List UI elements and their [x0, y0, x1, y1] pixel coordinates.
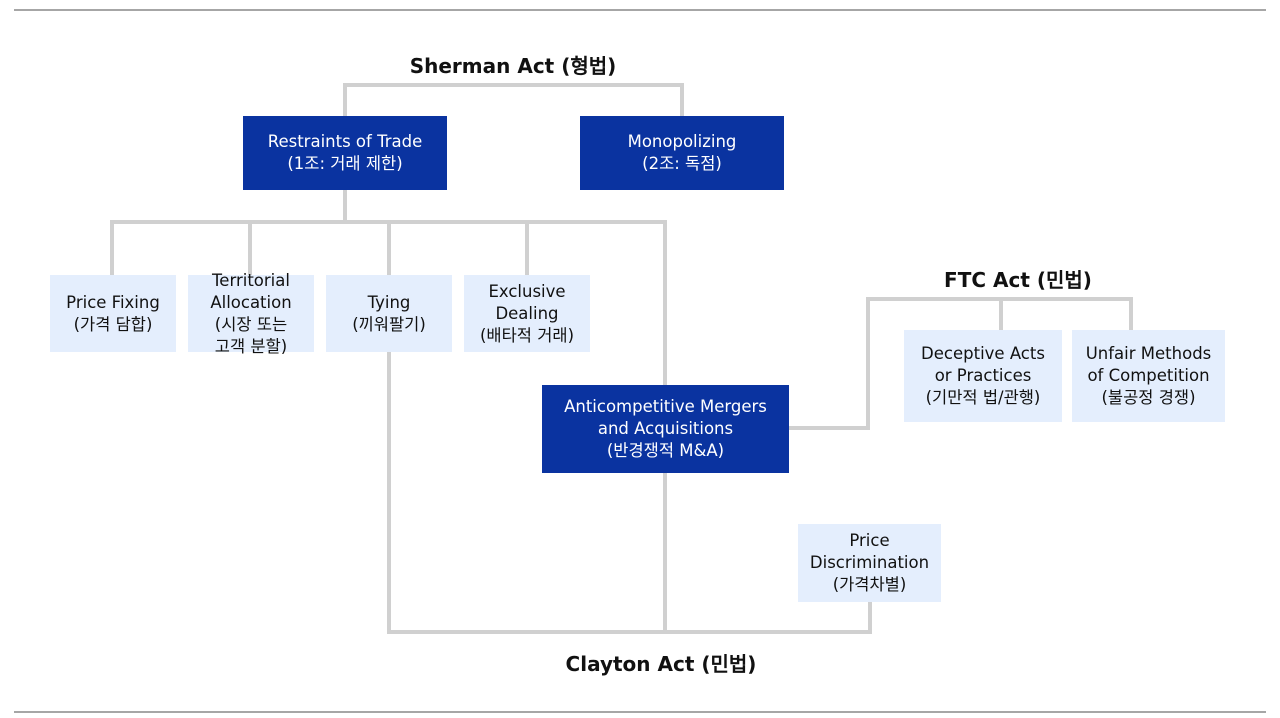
tying-box: Tying (끼워팔기) [326, 275, 452, 352]
territorial-allocation-box: Territorial Allocation (시장 또는 고객 분할) [188, 271, 314, 356]
clayton-act-label: Clayton Act (민법) [565, 652, 757, 676]
clayton-connector [387, 352, 872, 634]
ftc-act-label: FTC Act (민법) [944, 268, 1092, 292]
ftc-connector [789, 297, 1133, 430]
price-fixing-box: Price Fixing (가격 담합) [50, 275, 176, 352]
deceptive-acts-box: Deceptive Acts or Practices (기만적 법/관행) [904, 330, 1062, 422]
restraints-of-trade-box: Restraints of Trade (1조: 거래 제한) [243, 116, 447, 190]
price-discrimination-box: Price Discrimination (가격차별) [798, 524, 941, 602]
unfair-methods-box: Unfair Methods of Competition (불공정 경쟁) [1072, 330, 1225, 422]
bottom-rule [14, 711, 1266, 713]
top-rule [14, 9, 1266, 11]
anticompetitive-mergers-box: Anticompetitive Mergers and Acquisitions… [542, 385, 789, 473]
sherman-connector [343, 83, 684, 116]
monopolizing-box: Monopolizing (2조: 독점) [580, 116, 784, 190]
sherman-act-label: Sherman Act (형법) [409, 54, 617, 78]
exclusive-dealing-box: Exclusive Dealing (배타적 거래) [464, 275, 590, 352]
